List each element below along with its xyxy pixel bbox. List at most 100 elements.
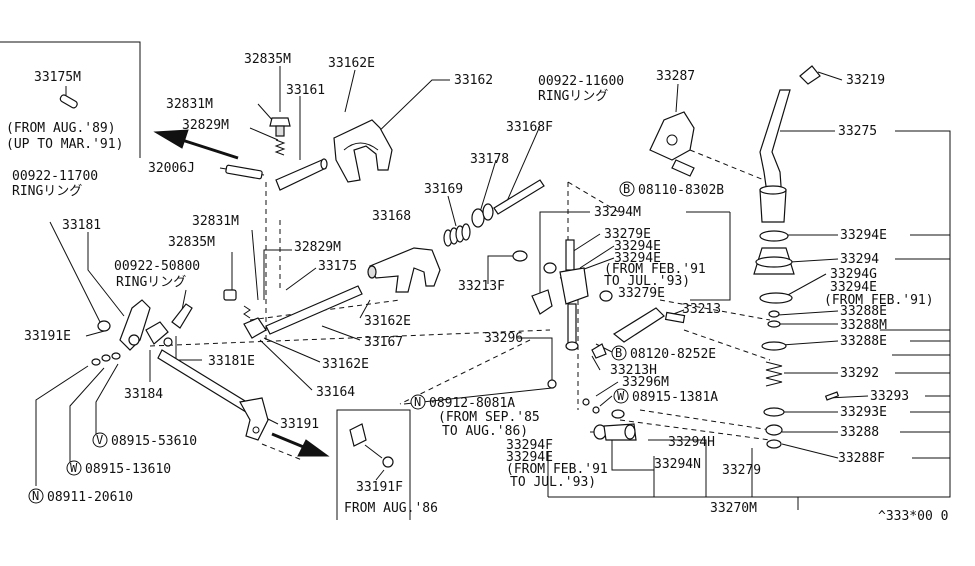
- ring-33288E: [768, 310, 780, 318]
- pin-33175M: [59, 94, 78, 109]
- label-33294M: 33294M: [594, 205, 641, 220]
- washers-left: [91, 352, 121, 366]
- bolt-32835M: [269, 117, 291, 137]
- label-33288E-b: 33288E: [840, 334, 887, 349]
- fork-33162: [333, 119, 393, 183]
- spring-33292: [765, 361, 783, 387]
- symbol-n1-text: N: [414, 395, 421, 409]
- label-32831M-mid: 32831M: [192, 214, 239, 229]
- label-33293: 33293: [870, 389, 909, 404]
- label-33294H: 33294H: [668, 435, 715, 450]
- label-33292: 33292: [840, 366, 879, 381]
- symbol-w1-text: W: [617, 389, 625, 403]
- part-33213H: [591, 343, 607, 359]
- pin-00922-50800: [171, 303, 193, 329]
- label-33294N: 33294N: [654, 457, 701, 472]
- arrow-left-icon: [153, 129, 239, 160]
- label-33288M: 33288M: [840, 318, 887, 333]
- arrow-right-icon: [271, 432, 330, 457]
- label-33181: 33181: [62, 218, 101, 233]
- label-33288E-a: 33288E: [840, 304, 887, 319]
- linkage-33294M: [559, 239, 589, 351]
- ring-mid: [611, 409, 625, 419]
- ring-33279E-a: [543, 262, 557, 274]
- inset-frame-top: [0, 41, 141, 158]
- symbol-v1-text: V: [96, 433, 103, 447]
- label-32835M-top: 32835M: [244, 52, 291, 67]
- block-33164: [243, 317, 267, 339]
- label-33161: 33161: [286, 83, 325, 98]
- label-ring-mid: RINGリング: [116, 275, 186, 290]
- ring-33288F: [766, 439, 782, 449]
- washer-08915-1381A: [592, 406, 600, 414]
- label-to-jul93-a: TO JUL.'93): [604, 274, 690, 289]
- symbol-b1: [619, 181, 635, 197]
- label-33213F: 33213F: [458, 279, 505, 294]
- label-33296M: 33296M: [622, 375, 669, 390]
- label-33164: 33164: [316, 385, 355, 400]
- symbol-n1: [410, 394, 426, 410]
- label-33294: 33294: [840, 252, 879, 267]
- inset-frame-bottom: [336, 409, 411, 520]
- ring-33279E-b: [599, 290, 613, 302]
- symbol-b2-text: B: [615, 346, 622, 360]
- symbol-w2: [66, 460, 82, 476]
- label-upto-mar91: (UP TO MAR.'91): [6, 137, 123, 152]
- label-33288: 33288: [840, 425, 879, 440]
- label-ref-code: ^333*00 0: [878, 509, 948, 524]
- label-ring-left: RINGリング: [12, 184, 82, 199]
- clip-33184: [145, 321, 173, 347]
- label-33162E-low: 33162E: [322, 357, 369, 372]
- label-00922-11700: 00922-11700: [12, 169, 98, 184]
- ring-33293E: [763, 407, 785, 417]
- label-33162E-mid: 33162E: [364, 314, 411, 329]
- label-from-feb91-b: (FROM FEB.'91): [824, 293, 934, 308]
- label-08915-53610: 08915-53610: [111, 434, 197, 449]
- ring-33294E: [759, 230, 789, 242]
- label-33296: 33296: [484, 331, 523, 346]
- washer-33296: [547, 379, 557, 389]
- lever-33213: [612, 307, 686, 343]
- part-33191F-a: [349, 423, 367, 447]
- label-00922-11600: 00922-11600: [538, 74, 624, 89]
- label-to-aug86: TO AUG.'86): [442, 424, 528, 439]
- label-08911-20610: 08911-20610: [47, 490, 133, 505]
- label-33294E-b: 33294E: [614, 251, 661, 266]
- label-33288F: 33288F: [838, 451, 885, 466]
- label-00922-50800: 00922-50800: [114, 259, 200, 274]
- shaft-33191: [157, 349, 269, 441]
- label-33294G: 33294G: [830, 267, 877, 282]
- label-33279: 33279: [722, 463, 761, 478]
- bushing-33294E: [531, 289, 553, 315]
- rod-33168F: [493, 179, 545, 215]
- label-33294E-c: 33294E: [506, 450, 553, 465]
- symbol-n2-text: N: [32, 489, 39, 503]
- label-33219: 33219: [846, 73, 885, 88]
- label-33168: 33168: [372, 209, 411, 224]
- label-32829M-top: 32829M: [182, 118, 229, 133]
- symbol-v1: [92, 432, 108, 448]
- pin-32006J: [225, 164, 263, 180]
- label-33294E-r1: 33294E: [840, 228, 887, 243]
- label-32835M-mid: 32835M: [168, 235, 215, 250]
- label-33294E-a: 33294E: [614, 239, 661, 254]
- ring-33288: [765, 424, 783, 436]
- symbol-b1-text: B: [623, 182, 630, 196]
- label-from-sep85: (FROM SEP.'85: [438, 410, 540, 425]
- label-from-feb91-a: (FROM FEB.'91: [604, 262, 706, 277]
- label-32829M-mid: 32829M: [294, 240, 341, 255]
- label-33169: 33169: [424, 182, 463, 197]
- labels: 33175M (FROM AUG.'89) (UP TO MAR.'91) 32…: [6, 52, 948, 524]
- ring-33288E-b: [761, 341, 787, 351]
- label-08915-1381A: 08915-1381A: [632, 390, 718, 405]
- label-to-jul93-b: TO JUL.'93): [510, 475, 596, 490]
- label-32831M-top: 32831M: [166, 97, 213, 112]
- ring-33213F: [512, 250, 528, 262]
- spring-32831M-mid: [243, 305, 251, 319]
- spring-32831M: [274, 139, 286, 156]
- label-33175M: 33175M: [34, 70, 81, 85]
- symbol-n2: [28, 488, 44, 504]
- label-08912-8081A: 08912-8081A: [429, 396, 515, 411]
